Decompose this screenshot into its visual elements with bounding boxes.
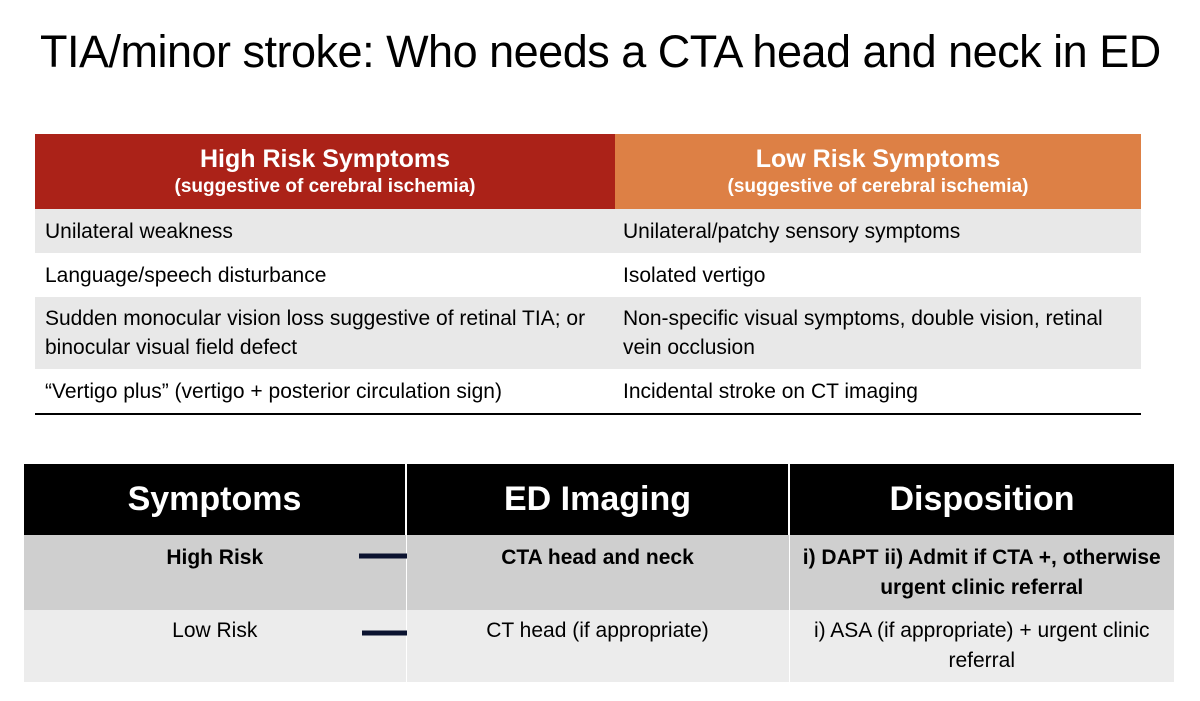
imaging-cell: CT head (if appropriate) — [406, 610, 790, 682]
low-risk-cell: Incidental stroke on CT imaging — [615, 369, 1141, 415]
table-row: Sudden monocular vision loss suggestive … — [35, 297, 1141, 369]
high-risk-cell: Unilateral weakness — [35, 209, 615, 253]
high-risk-cell: Sudden monocular vision loss suggestive … — [35, 297, 615, 369]
symptoms-cell: High Risk — [24, 535, 457, 610]
imaging-cell: CTA head and neck — [406, 535, 790, 610]
symptoms-header: Symptoms — [24, 464, 407, 535]
low-risk-cell: Non-specific visual symptoms, double vis… — [615, 297, 1141, 369]
disposition-cell: i) ASA (if appropriate) + urgent clinic … — [789, 610, 1174, 682]
disposition-flow-table: Symptoms ED Imaging Disposition High Ris… — [24, 464, 1174, 682]
high-risk-title: High Risk Symptoms — [199, 144, 451, 173]
low-risk-cell: Unilateral/patchy sensory symptoms — [615, 209, 1141, 253]
imaging-header: ED Imaging — [406, 464, 790, 535]
table-row: Language/speech disturbance Isolated ver… — [35, 253, 1141, 297]
high-risk-header: High Risk Symptoms (suggestive of cerebr… — [35, 134, 615, 209]
low-risk-title: Low Risk Symptoms — [755, 144, 1001, 173]
high-risk-subtitle: (suggestive of cerebral ischemia) — [174, 175, 476, 197]
page-title: TIA/minor stroke: Who needs a CTA head a… — [40, 26, 1161, 77]
symptoms-label: High Risk — [166, 546, 264, 569]
disposition-header: Disposition — [789, 464, 1174, 535]
symptoms-label: Low Risk — [172, 619, 258, 642]
high-risk-cell: Language/speech disturbance — [35, 253, 615, 297]
table-row: “Vertigo plus” (vertigo + posterior circ… — [35, 369, 1141, 415]
symptoms-cell: Low Risk — [24, 610, 460, 682]
low-risk-subtitle: (suggestive of cerebral ischemia) — [727, 175, 1029, 197]
low-risk-header: Low Risk Symptoms (suggestive of cerebra… — [615, 134, 1141, 209]
disposition-cell: i) DAPT ii) Admit if CTA +, otherwise ur… — [789, 535, 1174, 610]
table-row: High Risk CTA head and neck i) DAPT ii) … — [24, 535, 1174, 610]
table-row: Unilateral weakness Unilateral/patchy se… — [35, 209, 1141, 253]
table-row: Low Risk CT head (if appropriate) i) ASA… — [24, 610, 1174, 682]
risk-symptoms-table: High Risk Symptoms (suggestive of cerebr… — [35, 134, 1141, 415]
high-risk-cell: “Vertigo plus” (vertigo + posterior circ… — [35, 369, 615, 415]
low-risk-cell: Isolated vertigo — [615, 253, 1141, 297]
